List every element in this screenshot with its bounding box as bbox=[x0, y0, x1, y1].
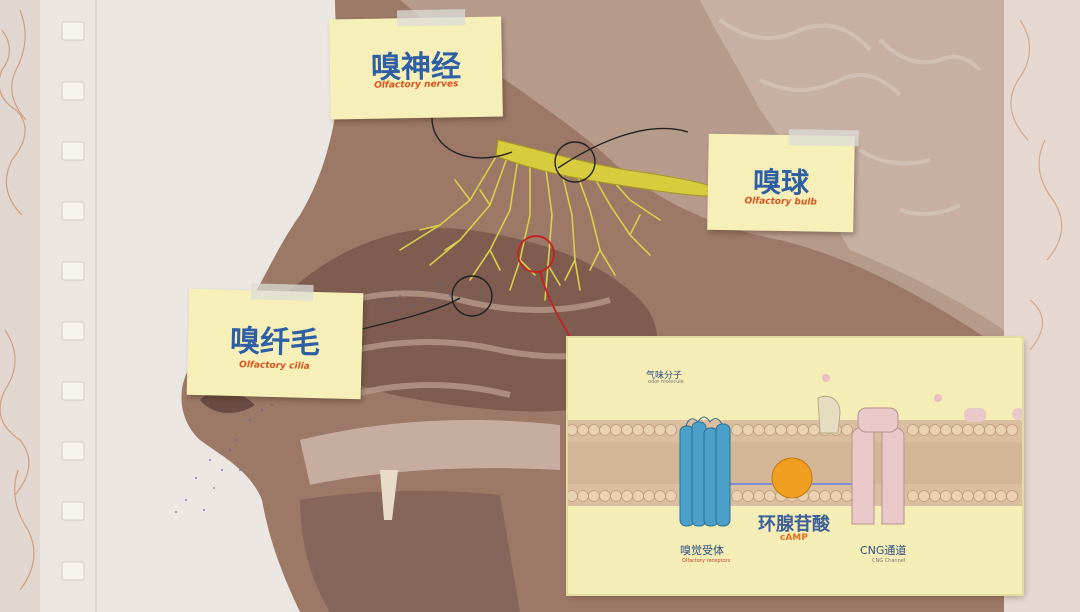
lipid-head bbox=[951, 490, 963, 502]
camp-sublabel: cAMP bbox=[780, 533, 808, 543]
camp-molecule bbox=[771, 457, 813, 499]
lipid-head bbox=[632, 424, 644, 436]
odor-molecule-label: 气味分子 bbox=[646, 371, 683, 381]
lipid-head bbox=[568, 490, 578, 502]
lipid-head bbox=[577, 424, 589, 436]
lipid-head bbox=[841, 424, 853, 436]
lipid-head bbox=[973, 424, 985, 436]
lipid-head bbox=[775, 424, 787, 436]
lipid-head bbox=[643, 424, 655, 436]
olfactory-receptor-sublabel: Olfactory receptors bbox=[682, 558, 731, 564]
tooth-shape bbox=[380, 470, 398, 520]
olfactory-receptor-shape bbox=[679, 416, 731, 527]
lipid-head bbox=[995, 490, 1007, 502]
lipid-head bbox=[588, 424, 600, 436]
lipid-head bbox=[929, 424, 941, 436]
olfactory-nerve-branches bbox=[399, 149, 661, 301]
lipid-head bbox=[808, 490, 820, 502]
tape bbox=[251, 283, 314, 301]
tape bbox=[396, 9, 466, 27]
lipid-head bbox=[940, 424, 952, 436]
lipid-head bbox=[808, 424, 820, 436]
lipid-head bbox=[918, 490, 930, 502]
lipid-head bbox=[918, 424, 930, 436]
cng-channel-label: CNG通道 bbox=[860, 544, 907, 557]
lipid-head bbox=[654, 424, 666, 436]
membrane-inset: 气味分子 odor molecule 嗅觉受体 Olfactory recept… bbox=[568, 338, 1022, 594]
lipid-head bbox=[764, 424, 776, 436]
lipid-head bbox=[731, 424, 743, 436]
lipid-head bbox=[621, 424, 633, 436]
lipid-head bbox=[632, 490, 644, 502]
lipid-head bbox=[599, 424, 611, 436]
lipid-head bbox=[940, 490, 952, 502]
lipid-head bbox=[742, 424, 754, 436]
lipid-head bbox=[1006, 490, 1018, 502]
lipid-head bbox=[610, 424, 622, 436]
olfactory-nerves-en: Olfactory nerves bbox=[374, 79, 459, 91]
tape bbox=[788, 129, 859, 147]
lipid-head bbox=[577, 490, 589, 502]
lipid-head bbox=[753, 424, 765, 436]
lipid-head bbox=[665, 490, 677, 502]
lipid-head bbox=[731, 490, 743, 502]
lipid-head bbox=[830, 490, 842, 502]
lipid-head bbox=[568, 424, 578, 436]
lipid-head bbox=[1006, 424, 1018, 436]
camp-label: 环腺苷酸 bbox=[758, 514, 830, 535]
lipid-head bbox=[621, 490, 633, 502]
label-olfactory-cilia: 嗅纤毛 Olfactory cilia bbox=[186, 283, 364, 400]
lipid-head bbox=[929, 490, 941, 502]
lipid-head bbox=[742, 490, 754, 502]
lipid-head bbox=[797, 424, 809, 436]
membrane-illustration bbox=[568, 338, 1022, 594]
label-olfactory-bulb: 嗅球 Olfactory bulb bbox=[707, 129, 859, 233]
cng-channel-shape bbox=[851, 407, 905, 525]
lipid-head bbox=[907, 490, 919, 502]
olfactory-cilia-zh: 嗅纤毛 bbox=[229, 323, 321, 362]
lipid-head bbox=[753, 490, 765, 502]
lipid-head bbox=[588, 490, 600, 502]
lipid-head bbox=[786, 424, 798, 436]
lipid-head bbox=[841, 490, 853, 502]
lipid-head bbox=[665, 424, 677, 436]
lipid-head bbox=[984, 490, 996, 502]
lipid-head bbox=[951, 424, 963, 436]
lipid-head bbox=[962, 424, 974, 436]
cng-channel-sublabel: CNG Channel bbox=[872, 558, 906, 564]
lipid-head bbox=[654, 490, 666, 502]
odor-molecule-sublabel: odor molecule bbox=[648, 379, 684, 385]
film-strip bbox=[0, 0, 40, 612]
lipid-head bbox=[819, 490, 831, 502]
lipid-head bbox=[973, 490, 985, 502]
olfactory-bulb-en: Olfactory bulb bbox=[744, 196, 817, 208]
lipid-head bbox=[764, 490, 776, 502]
lipid-head bbox=[599, 490, 611, 502]
lipid-head bbox=[907, 424, 919, 436]
lipid-head bbox=[995, 424, 1007, 436]
label-olfactory-nerves: 嗅神经 Olfactory nerves bbox=[329, 9, 503, 120]
olfactory-receptor-label: 嗅觉受体 bbox=[680, 544, 724, 557]
lipid-head bbox=[643, 490, 655, 502]
lipid-head bbox=[610, 490, 622, 502]
lipid-head bbox=[962, 490, 974, 502]
lipid-head bbox=[984, 424, 996, 436]
